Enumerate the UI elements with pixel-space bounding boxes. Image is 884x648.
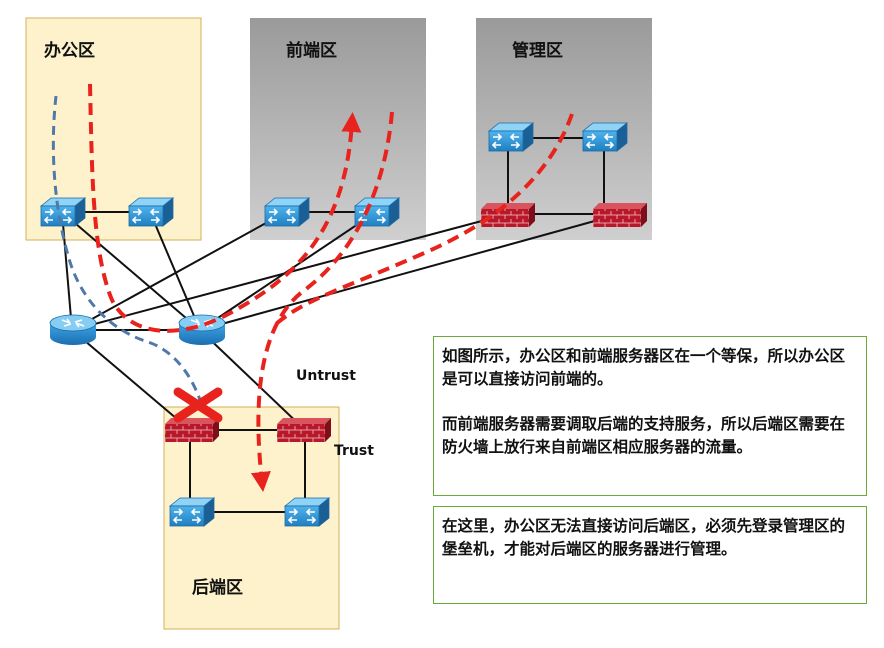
switch-icon [264, 197, 310, 227]
network-links [61, 137, 621, 513]
firewall-icon [277, 418, 331, 442]
router-icon [49, 314, 97, 346]
zone-office-label: 办公区 [44, 40, 95, 61]
router-icon [178, 314, 226, 346]
untrust-label: Untrust [296, 368, 356, 384]
frontend-to-backend-flow-path [250, 111, 394, 492]
note-paragraph: 在这里，办公区无法直接访问后端区，必须先登录管理区的堡垒机，才能对后端区的服务器… [442, 517, 846, 558]
zone-backend-label: 后端区 [192, 577, 243, 598]
note-management-access: 在这里，办公区无法直接访问后端区，必须先登录管理区的堡垒机，才能对后端区的服务器… [433, 506, 867, 604]
office-blocked-flow-path [51, 95, 202, 401]
firewall-icon [165, 418, 219, 442]
switch-icon [582, 122, 628, 152]
firewall-icon [593, 203, 647, 227]
switch-icon [488, 122, 534, 152]
blocked-x-icon [173, 387, 223, 423]
management-to-backend-flow-path [274, 113, 574, 326]
switch-icon [169, 497, 215, 527]
switch-icon [284, 497, 330, 527]
switch-icon [40, 197, 86, 227]
office-to-frontend-flow-path [88, 83, 362, 333]
firewall-icon [481, 203, 535, 227]
note-frontend-access: 如图所示，办公区和前端服务器区在一个等保，所以办公区是可以直接访问前端的。 而前… [433, 336, 867, 496]
trust-label: Trust [334, 443, 374, 459]
switch-icon [128, 197, 174, 227]
note-paragraph: 如图所示，办公区和前端服务器区在一个等保，所以办公区是可以直接访问前端的。 [442, 347, 846, 388]
note-paragraph: 而前端服务器需要调取后端的支持服务，所以后端区需要在防火墙上放行来自前端区相应服… [442, 415, 846, 456]
zone-management-label: 管理区 [512, 40, 563, 61]
zone-frontend-label: 前端区 [286, 40, 337, 61]
